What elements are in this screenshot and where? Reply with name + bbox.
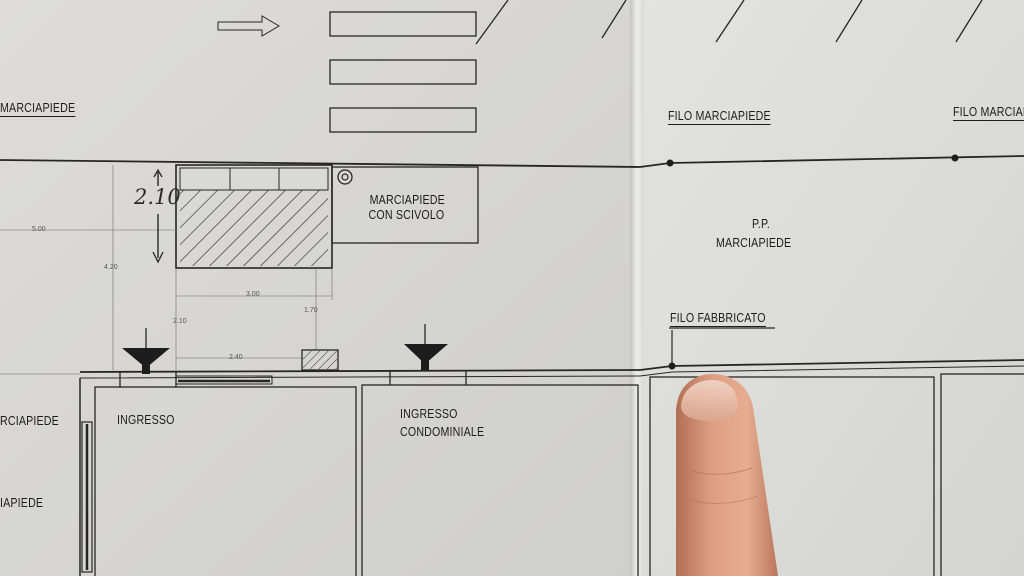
dim-170: 1.70 <box>304 307 318 314</box>
label-ingresso-condominiale: INGRESSO CONDOMINIALE <box>400 406 485 439</box>
dim-210: 2.10 <box>173 318 187 325</box>
entrance-arrow-icon <box>122 348 170 368</box>
room-ingresso <box>94 386 357 576</box>
direction-arrow <box>217 15 280 37</box>
label-marciapiede-left-mid: RCIAPIEDE <box>0 413 59 428</box>
label-filo-marciapiede-right: FILO MARCIAP <box>953 104 1024 121</box>
small-hatched-box <box>301 349 339 371</box>
curb-line <box>0 155 1024 168</box>
crosswalk-stripe <box>329 107 477 133</box>
handwritten-dimension: 2.10 <box>134 185 181 209</box>
dim-420: 4.20 <box>104 264 118 271</box>
entrance-arrow-icon <box>404 344 448 364</box>
label-filo-marciapiede: FILO MARCIAPIEDE <box>668 108 771 125</box>
dim-240: 2.40 <box>229 354 243 361</box>
label-filo-fabbricato: FILO FABBRICATO <box>670 310 766 327</box>
label-ingresso: INGRESSO <box>117 412 175 427</box>
label-marciapiede-con-scivolo: MARCIAPIEDE CON SCIVOLO <box>368 192 445 222</box>
paper-fold <box>630 0 644 576</box>
label-marciapiede-left: MARCIAPIEDE <box>0 100 76 117</box>
finger <box>676 374 778 576</box>
crosswalk-stripe <box>329 11 477 37</box>
hatch-fill <box>180 190 328 266</box>
label-marciapiede-left-low: IAPIEDE <box>0 495 44 510</box>
crosswalk-stripe <box>329 59 477 85</box>
room-condominiale <box>361 384 639 576</box>
dim-300: 3.00 <box>246 291 260 298</box>
dim-500: 5.00 <box>32 226 46 233</box>
label-pp-marciapiede: P.P. MARCIAPIEDE <box>716 216 792 250</box>
left-paper-sheet <box>0 0 636 576</box>
building-line <box>79 359 1024 373</box>
hatched-block <box>175 164 333 269</box>
